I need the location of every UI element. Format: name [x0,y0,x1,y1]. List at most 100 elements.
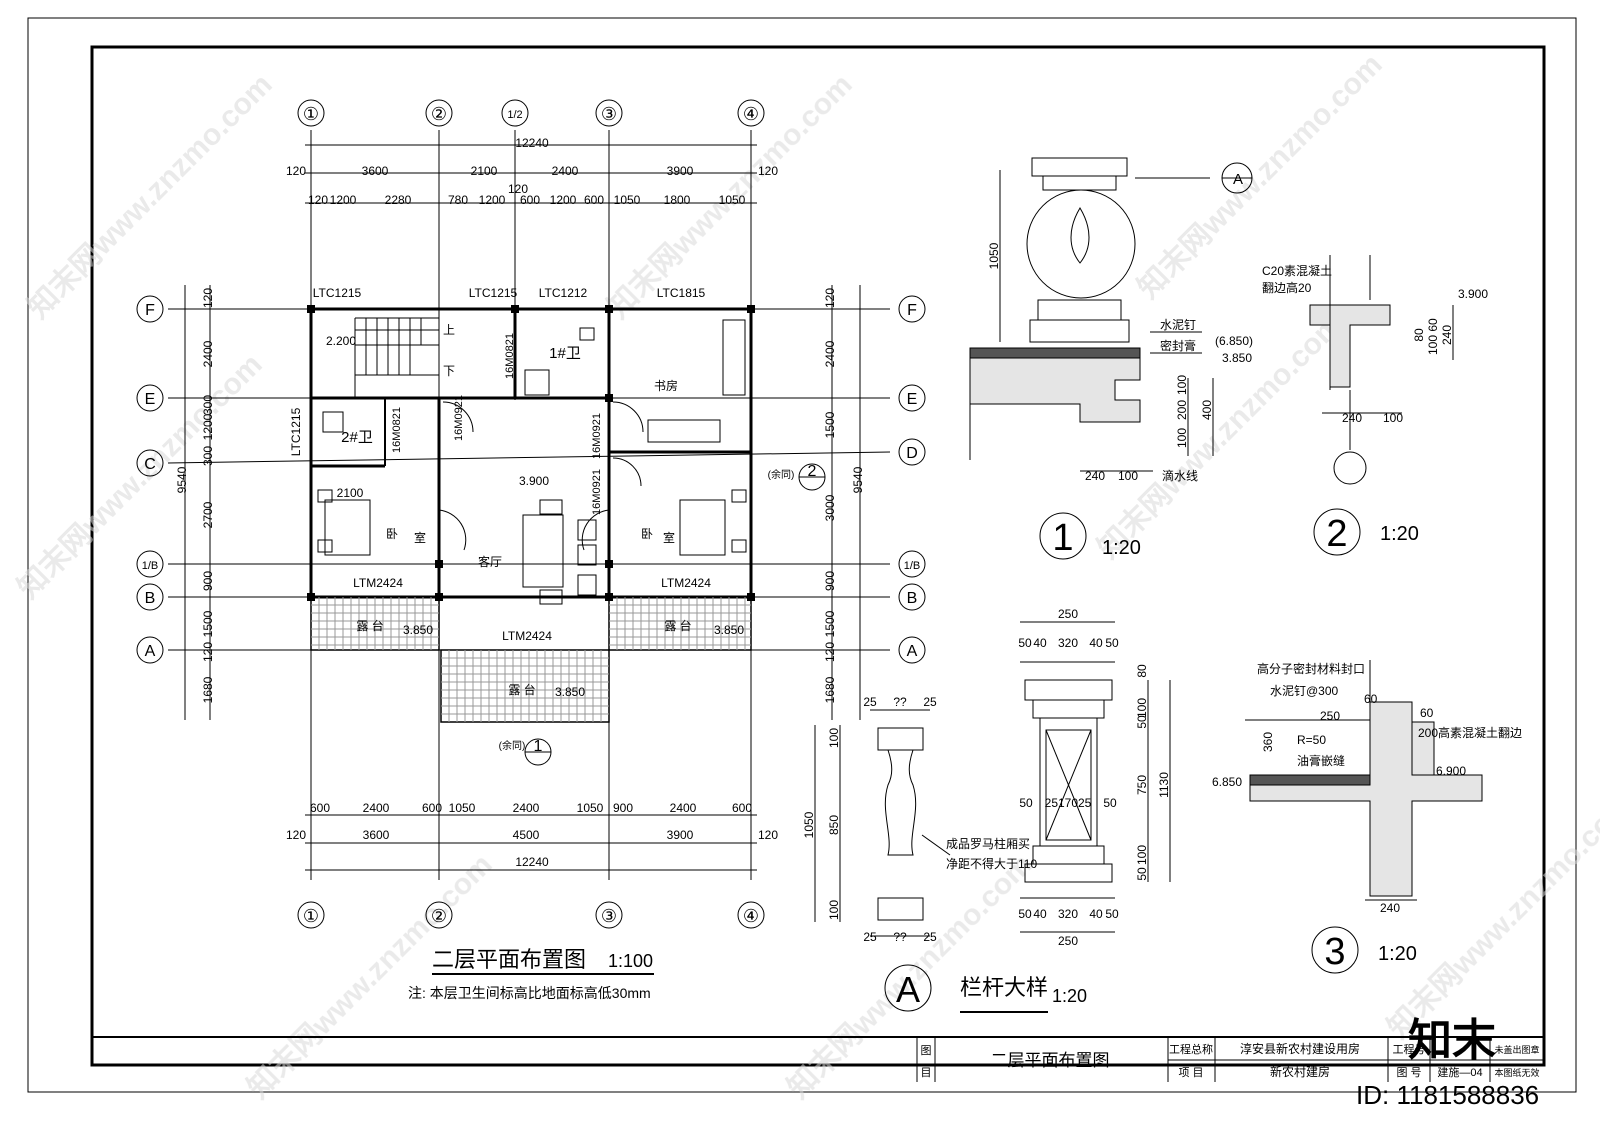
svg-text:900: 900 [201,571,215,591]
svg-text:未盖出图章: 未盖出图章 [1494,1044,1539,1055]
svg-text:600: 600 [422,801,442,815]
svg-text:25: 25 [863,930,877,944]
plan-labels: LTC1215 LTC1215 LTC1212 LTC1815 LTC1215 … [289,286,794,752]
svg-text:??: ?? [893,930,907,944]
svg-text:ID: 1181588836: ID: 1181588836 [1356,1080,1539,1110]
detail-3-labels: 高分子密封材料封口 水泥钉@300 R=50 油膏嵌缝 200高素混凝土翻边 6… [1212,661,1522,974]
svg-text:120: 120 [508,182,528,196]
detail-3 [1245,660,1483,901]
svg-text:②: ② [431,104,447,124]
svg-text:工程号: 工程号 [1393,1043,1426,1056]
svg-text:2280: 2280 [385,193,412,207]
svg-text:40: 40 [1089,907,1103,921]
stair-up-label: 上 [443,323,455,337]
window-label: LTC1215 [313,286,362,300]
axis-bubble-left: F [136,295,164,323]
axis-bubble-top: ② [425,99,453,127]
detail-ref-markers: 2 1 [524,463,826,766]
svg-text:120: 120 [823,288,837,308]
svg-text:100: 100 [1135,698,1149,718]
plan-note: 注: 本层卫生间标高比地面标高低30mm [408,985,651,1001]
svg-text:2400: 2400 [201,340,215,367]
svg-text:2100: 2100 [471,164,498,178]
watermark-group: 知末网www.znzmo.com 知末网www.znzmo.com 知末网www… [12,48,1600,1105]
room-label: 客厅 [478,554,502,569]
svg-text:3600: 3600 [362,164,389,178]
window-label: LTC1815 [657,286,706,300]
svg-text:滴水线: 滴水线 [1162,468,1198,483]
svg-text:100: 100 [827,900,841,920]
svg-text:40: 40 [1033,907,1047,921]
svg-text:1500: 1500 [823,610,837,637]
svg-text:高分子密封材料封口: 高分子密封材料封口 [1257,661,1365,676]
svg-text:6.850: 6.850 [1212,775,1242,789]
svg-text:2400: 2400 [552,164,579,178]
svg-text:??: ?? [893,695,907,709]
svg-text:D: D [906,445,918,462]
svg-text:1130: 1130 [1157,772,1171,798]
svg-text:60: 60 [1364,692,1378,706]
inner-border [90,45,1546,1067]
axis-bubble-bottom: ④ [737,901,765,929]
axis-bubble-top: ④ [737,99,765,127]
svg-text:240: 240 [1342,411,1362,425]
dims-bottom: 600 2400 600 1050 2400 1050 900 2400 600… [286,801,778,869]
axis-bubble-left: 1/B [136,550,164,578]
axis-bubble-right: A [898,636,926,664]
ref-note: (余同) [768,468,795,481]
svg-text:1800: 1800 [664,193,691,207]
svg-text:12240: 12240 [515,855,549,869]
svg-text:R=50: R=50 [1297,733,1326,747]
svg-text:120: 120 [286,164,306,178]
svg-text:3600: 3600 [363,828,390,842]
room-label: 卧 [641,527,653,541]
dim-2100: 2100 [337,486,364,500]
svg-text:B: B [907,590,918,607]
svg-text:A: A [907,643,918,660]
svg-text:1200: 1200 [330,193,357,207]
svg-text:120: 120 [758,164,778,178]
svg-text:120: 120 [758,828,778,842]
door-label: 16M0921 [591,413,603,459]
room-label: 露 台 [356,618,383,633]
axis-bubbles: ① ② 1/2 ③ ④ ① ② ③ [136,99,926,929]
drawing-name: 二层平面布置图 [991,1051,1110,1070]
svg-text:C: C [144,456,156,473]
svg-text:60: 60 [1420,706,1434,720]
svg-text:3: 3 [1324,931,1345,973]
svg-text:1500: 1500 [823,411,837,438]
svg-text:1: 1 [1052,517,1073,559]
svg-text:净距不得大于110: 净距不得大于110 [946,856,1037,871]
svg-text:A: A [896,969,920,1010]
svg-text:1/B: 1/B [904,560,921,572]
svg-text:780: 780 [448,193,468,207]
axis-bubble-left: C [136,449,164,477]
svg-text:2400: 2400 [823,340,837,367]
svg-text:E: E [907,391,918,408]
svg-text:600: 600 [732,801,752,815]
room-label: 卧 [386,527,398,541]
level-mark: 3.850 [403,623,433,637]
window-label: LTC1215 [469,286,518,300]
svg-text:1:20: 1:20 [1102,537,1141,559]
ltm-label: LTM2424 [502,629,552,643]
window-label: LTC1212 [539,286,588,300]
room-label: 1#卫 [549,345,581,362]
door-label: 16M0921 [591,469,603,515]
svg-text:①: ① [303,906,319,926]
svg-text:600: 600 [520,193,540,207]
svg-text:80: 80 [1412,328,1426,342]
svg-text:2700: 2700 [201,501,215,528]
svg-text:1050: 1050 [802,811,816,838]
svg-text:50: 50 [1019,796,1033,810]
svg-text:工程总称: 工程总称 [1169,1042,1213,1056]
svg-text:120: 120 [201,288,215,308]
room-label: 露 台 [664,618,691,633]
svg-text:翻边高20: 翻边高20 [1262,280,1312,295]
svg-text:240: 240 [1440,325,1454,345]
door-label: 16M0921 [453,395,465,441]
svg-text:项 目: 项 目 [1178,1066,1203,1079]
dims-right: 120 2400 1500 3000 900 1500 120 1680 954… [823,288,865,704]
svg-text:1:20: 1:20 [1380,523,1419,545]
svg-text:50: 50 [1018,636,1032,650]
